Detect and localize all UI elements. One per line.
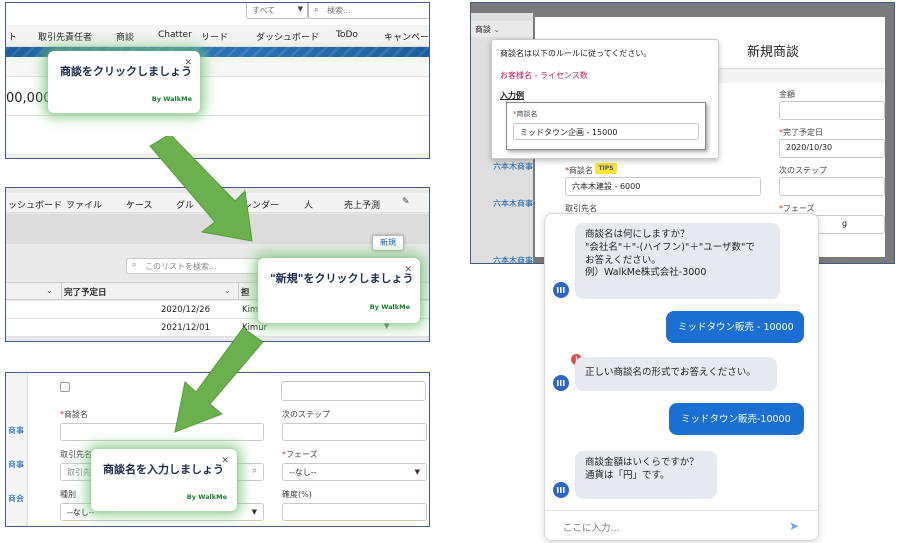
divider	[6, 115, 429, 116]
side-item[interactable]: 商事	[8, 426, 24, 435]
top-input[interactable]	[281, 381, 426, 401]
walkme-tooltip: 商談をクリックしましょう ✕ By WalkMe	[48, 51, 200, 113]
next-step-label: 次のステップ	[282, 410, 330, 419]
name-label: *商談名	[60, 410, 88, 419]
type-label: 種別	[60, 490, 76, 499]
step2-screenshot: ッシュボード ファイル ⌄ ケース ⌄ グル カレンダー ⌄ 人 ⌄ 売上予測 …	[5, 187, 430, 342]
top-bar: すべて▼ ⌕ 検索...	[6, 3, 429, 25]
close-icon[interactable]: ✕	[221, 456, 229, 466]
guided-form-screenshot: 商談 ⌄ 六本木商事 六本木商事 六本木商事 新規商談 *商談名 TIPS 六本…	[470, 2, 895, 264]
walkme-brand: By WalkMe	[186, 493, 227, 501]
arrow-step2-to-step3	[174, 327, 264, 433]
nav-item-partial: ト	[8, 33, 18, 43]
next-step-input[interactable]	[282, 423, 427, 441]
new-button[interactable]: 新規	[372, 235, 404, 251]
arrow-step1-to-step2	[149, 136, 253, 242]
search-scope-select[interactable]: すべて▼	[246, 3, 308, 19]
footer-strip	[6, 153, 429, 158]
step3-screenshot: 商事 商事 商会 *商談名 次のステップ 取引先名 取引先 ⌕ *フェーズ --…	[5, 372, 430, 527]
list-search-input[interactable]: ⌕ このリストを検索...	[126, 258, 266, 274]
chat-input[interactable]: ここに入力...	[563, 523, 620, 534]
input-divider	[545, 510, 818, 511]
rule-format: お客様名 - ライセンス数	[500, 71, 588, 80]
rule-text: 商談名は以下のルールに従ってください。	[500, 49, 652, 58]
chatbot-window: 商談名は何にしますか？ "会社名"＋"-(ハイフン)"＋"ユーザ数"で お答えく…	[544, 213, 819, 541]
example-label: 入力例	[500, 91, 524, 100]
close-icon[interactable]: ✕	[184, 58, 192, 68]
side-item[interactable]: 六本木商事	[493, 199, 533, 208]
tooltip-title: 商談をクリックしましょう	[60, 65, 192, 78]
next-step-label: 次のステップ	[779, 166, 827, 175]
example-input: ミッドタウン企画 - 15000	[513, 123, 699, 140]
probability-label: 確度(%)	[282, 490, 312, 499]
rule-tooltip: 商談名は以下のルールに従ってください。 お客様名 - ライセンス数 入力例 *商…	[491, 39, 719, 159]
bot-message: 商談金額はいくらですか？ 通貨は「円」です。	[575, 451, 717, 499]
user-message: ミッドタウン販売 - 10000	[666, 311, 804, 343]
amount-label: 金額	[779, 90, 795, 99]
side-item[interactable]: 六本木商事	[493, 162, 533, 171]
example-box: *商談名 ミッドタウン企画 - 15000	[506, 102, 706, 150]
row-date: 2021/12/01	[161, 323, 210, 333]
bot-avatar-icon	[553, 482, 569, 498]
tooltip-title: 商談名を入力しましょう	[103, 463, 224, 476]
side-list: 商事 商事 商会	[6, 373, 28, 526]
edit-pencil-icon[interactable]: ✎	[402, 197, 410, 207]
account-label: 取引先名	[60, 450, 92, 459]
account-label: 取引先名	[565, 204, 597, 213]
phase-label: *フェーズ	[282, 450, 318, 459]
opportunity-name-input[interactable]: 六本木建設 - 6000	[565, 177, 761, 196]
amount-input[interactable]	[779, 101, 885, 120]
send-icon[interactable]: ➤	[789, 519, 800, 533]
walkme-brand: By WalkMe	[151, 95, 192, 103]
bot-message: 商談名は何にしますか？ "会社名"＋"-(ハイフン)"＋"ユーザ数"で お答えく…	[575, 223, 780, 299]
phase-label: *フェーズ	[779, 204, 815, 213]
close-date-input[interactable]: 2020/10/30	[779, 139, 885, 158]
row-menu-icon[interactable]: ▼	[384, 322, 390, 330]
side-item[interactable]: 商会	[8, 494, 24, 503]
walkme-tooltip: 商談名を入力しましょう ✕ By WalkMe	[91, 449, 237, 511]
step1-screenshot: すべて▼ ⌕ 検索... ト 取引先責任者 ⌄ 商談 ⌄ Chatter リード…	[5, 2, 430, 159]
side-item[interactable]: 商事	[8, 460, 24, 469]
table-row[interactable]: 2021/12/01 Kimur ▼	[6, 319, 429, 337]
close-icon[interactable]: ✕	[404, 265, 412, 275]
chevron-down-icon[interactable]: ⌄	[224, 286, 231, 295]
amount-value: 00,000	[6, 91, 52, 106]
next-step-input[interactable]	[779, 177, 885, 196]
opportunity-name-input[interactable]	[60, 423, 264, 441]
column-close-date[interactable]: 完了予定日	[64, 288, 107, 298]
bot-error-message: 正しい商談名の形式でお答えください。	[575, 357, 777, 391]
side-item[interactable]: 六本木商事	[493, 256, 533, 264]
row-owner: Kim	[242, 305, 259, 315]
header-banner	[6, 47, 429, 57]
search-icon: ⌕	[314, 5, 319, 14]
walkme-tooltip: "新規"をクリックしましょう ✕ By WalkMe	[258, 258, 420, 323]
tooltip-title: "新規"をクリックしましょう	[270, 272, 414, 285]
modal-title: 新規商談	[747, 45, 800, 60]
column-owner[interactable]: 担	[241, 288, 250, 298]
search-icon: ⌕	[252, 466, 257, 475]
example-field-label: *商談名	[513, 110, 538, 118]
row-owner: Kimur	[242, 323, 268, 333]
walkme-brand: By WalkMe	[369, 303, 410, 311]
phase-select[interactable]: --なし--	[282, 463, 427, 481]
tab-opportunities[interactable]: 商談 ⌄	[471, 21, 533, 37]
close-date-label: *完了予定日	[779, 128, 823, 137]
bot-avatar-icon	[553, 282, 569, 298]
search-icon: ⌕	[132, 260, 137, 269]
user-message: ミッドタウン販売-10000	[669, 403, 804, 435]
row-date: 2020/12/26	[161, 305, 210, 315]
bot-avatar-icon	[553, 375, 569, 391]
tips-badge[interactable]: TIPS	[595, 163, 617, 174]
nav-bar: ト 取引先責任者 ⌄ 商談 ⌄ Chatter リード ⌄ ダッシュボード ⌄ …	[6, 25, 429, 47]
name-label: *商談名	[565, 166, 593, 175]
global-search-input[interactable]: ⌕ 検索...	[308, 3, 429, 19]
probability-input[interactable]	[282, 503, 427, 521]
checkbox[interactable]	[60, 382, 70, 392]
chevron-down-icon[interactable]: ⌄	[46, 286, 53, 295]
